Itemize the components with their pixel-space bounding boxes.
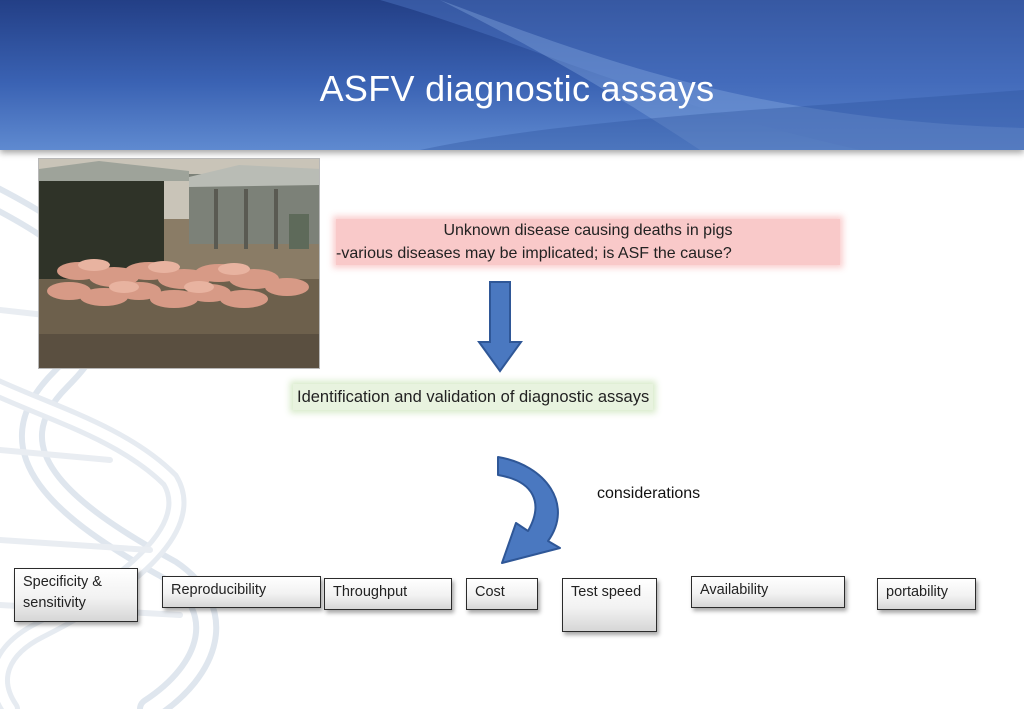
slide-title: ASFV diagnostic assays — [319, 68, 715, 109]
title-banner: ASFV diagnostic assays — [0, 0, 1024, 150]
farm-scene-illustration — [39, 159, 319, 368]
factor-availability: Availability — [691, 576, 845, 608]
factor-throughput: Throughput — [324, 578, 452, 610]
problem-line-1: Unknown disease causing deaths in pigs — [443, 222, 733, 239]
factor-test-speed: Test speed — [562, 578, 657, 632]
factor-portability: portability — [877, 578, 976, 610]
curved-arrow-icon — [497, 456, 561, 564]
considerations-label: considerations — [597, 485, 701, 502]
factor-cost: Cost — [466, 578, 538, 610]
factor-reproducibility: Reproducibility — [162, 576, 321, 608]
factor-specificity-sensitivity: Specificity & sensitivity — [14, 568, 138, 622]
problem-statement-box: Unknown disease causing deaths in pigs -… — [336, 219, 840, 265]
identification-step: Identification and validation of diagnos… — [293, 384, 654, 410]
header-swoosh-decoration — [380, 0, 1024, 150]
down-arrow-icon — [477, 281, 523, 373]
problem-line-2: -various diseases may be implicated; is … — [336, 245, 732, 262]
dead-pigs-photo — [38, 158, 320, 369]
